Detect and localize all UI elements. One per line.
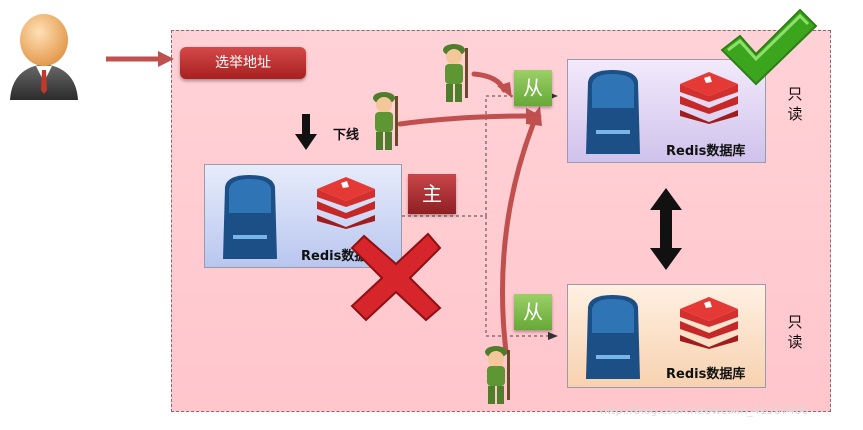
sentinel-soldier-icon (373, 92, 398, 150)
election-address-button[interactable]: 选举地址 (180, 47, 306, 79)
watermark-text: http://blog.csdn.net/weixin_41307400 (600, 404, 809, 417)
offline-label: 下线 (333, 128, 360, 143)
cross-icon (350, 232, 442, 322)
user-icon (10, 14, 78, 100)
slave-redis-node-lower: Redis数据库 (567, 284, 766, 388)
redis-logo-icon (680, 297, 738, 349)
sentinel-soldier-icon (443, 44, 468, 102)
slave-redis-node-upper: Redis数据库 (567, 59, 766, 163)
offline-down-arrow (295, 114, 317, 150)
read-only-char: 读 (787, 333, 803, 351)
redis-logo-icon (317, 177, 375, 229)
user-to-election-arrow (106, 51, 174, 67)
read-only-label-lower: 只 读 (787, 312, 803, 352)
sync-double-arrow (650, 188, 682, 270)
sentinel-soldier-icon (485, 346, 510, 404)
redis-logo-icon (680, 72, 738, 124)
slave-tag-lower: 从 (514, 294, 552, 330)
read-only-char: 只 (787, 313, 803, 331)
check-icon (720, 8, 818, 86)
db-label: Redis数据库 (666, 367, 746, 382)
db-label: Redis数据库 (666, 144, 746, 159)
read-only-char: 读 (787, 105, 803, 123)
read-only-label-upper: 只 读 (787, 84, 803, 124)
master-tag: 主 (408, 174, 456, 214)
server-icon (586, 70, 640, 154)
server-icon (586, 295, 640, 379)
read-only-char: 只 (787, 85, 803, 103)
server-icon (223, 175, 277, 259)
slave-tag-upper: 从 (514, 70, 552, 106)
